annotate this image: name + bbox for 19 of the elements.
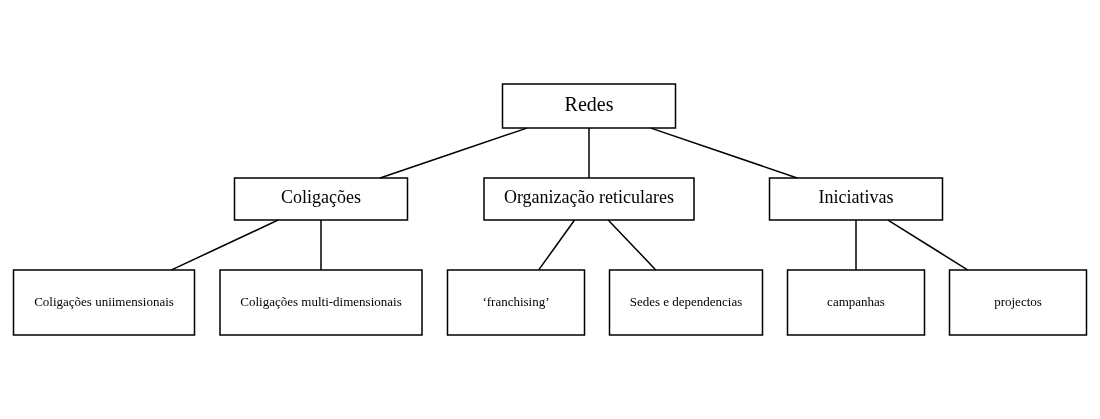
node-box: campanhas	[786, 269, 926, 336]
node-box: Coligações uniimensionais	[12, 269, 196, 336]
connector	[320, 219, 322, 271]
connector	[855, 219, 857, 271]
connector	[379, 127, 528, 179]
node-box: Sedes e dependencias	[608, 269, 764, 336]
node-box: Organização reticulares	[483, 177, 695, 221]
node-box: Redes	[501, 83, 677, 129]
connector	[170, 219, 279, 271]
connector	[538, 219, 576, 271]
node-box: Iniciativas	[768, 177, 944, 221]
node-box: Coligações multi-dimensionais	[219, 269, 423, 336]
node-box: ‘franchising’	[446, 269, 586, 336]
node-box: Coligações	[233, 177, 409, 221]
connector	[650, 127, 798, 179]
connector	[607, 219, 657, 271]
connector	[588, 127, 590, 179]
connector	[887, 219, 969, 271]
node-box: projectos	[948, 269, 1088, 336]
